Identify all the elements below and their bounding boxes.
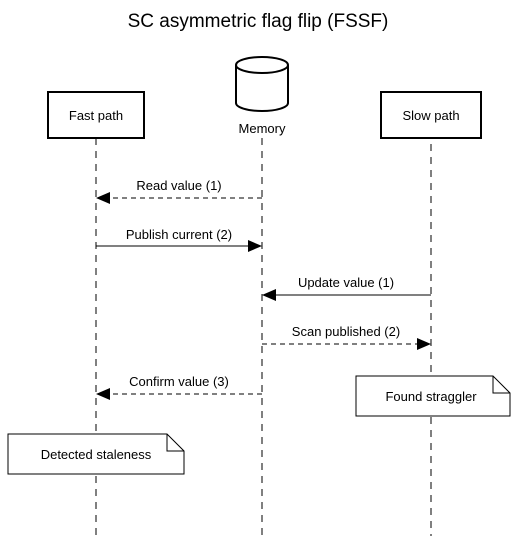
arrow-head-icon (96, 388, 110, 400)
participant-box (47, 91, 145, 139)
message-update-value: Update value (1) (262, 275, 431, 301)
note-shape (7, 433, 185, 475)
diagram-title: SC asymmetric flag flip (FSSF) (128, 11, 389, 32)
participant-box (380, 91, 482, 139)
participant-memory: Memory (235, 56, 289, 136)
arrow-head-icon (262, 289, 276, 301)
database-icon (235, 56, 289, 112)
participant-fast-path: Fast path (47, 91, 145, 139)
participant-label: Memory (239, 121, 286, 136)
message-label: Publish current (2) (126, 227, 232, 242)
message-label: Scan published (2) (292, 324, 400, 339)
arrow-head-icon (96, 192, 110, 204)
note-fold (166, 434, 184, 452)
message-publish-current: Publish current (2) (96, 227, 262, 252)
message-label: Update value (1) (298, 275, 394, 290)
participant-slow-path: Slow path (380, 91, 482, 139)
participant-label: Slow path (402, 108, 459, 123)
message-read-value: Read value (1) (96, 178, 262, 204)
message-scan-published: Scan published (2) (262, 324, 431, 350)
arrow-head-icon (248, 240, 262, 252)
message-label: Confirm value (3) (129, 374, 229, 389)
arrow-head-icon (417, 338, 431, 350)
note-detected-staleness: Detected staleness (7, 433, 185, 475)
note-found-straggler: Found straggler (355, 375, 511, 417)
note-fold (492, 376, 510, 394)
message-label: Read value (1) (136, 178, 221, 193)
note-label: Detected staleness (41, 447, 152, 462)
note-label: Found straggler (385, 389, 477, 404)
note-shape (355, 375, 511, 417)
message-confirm-value: Confirm value (3) (96, 374, 262, 400)
participant-label: Fast path (69, 108, 123, 123)
